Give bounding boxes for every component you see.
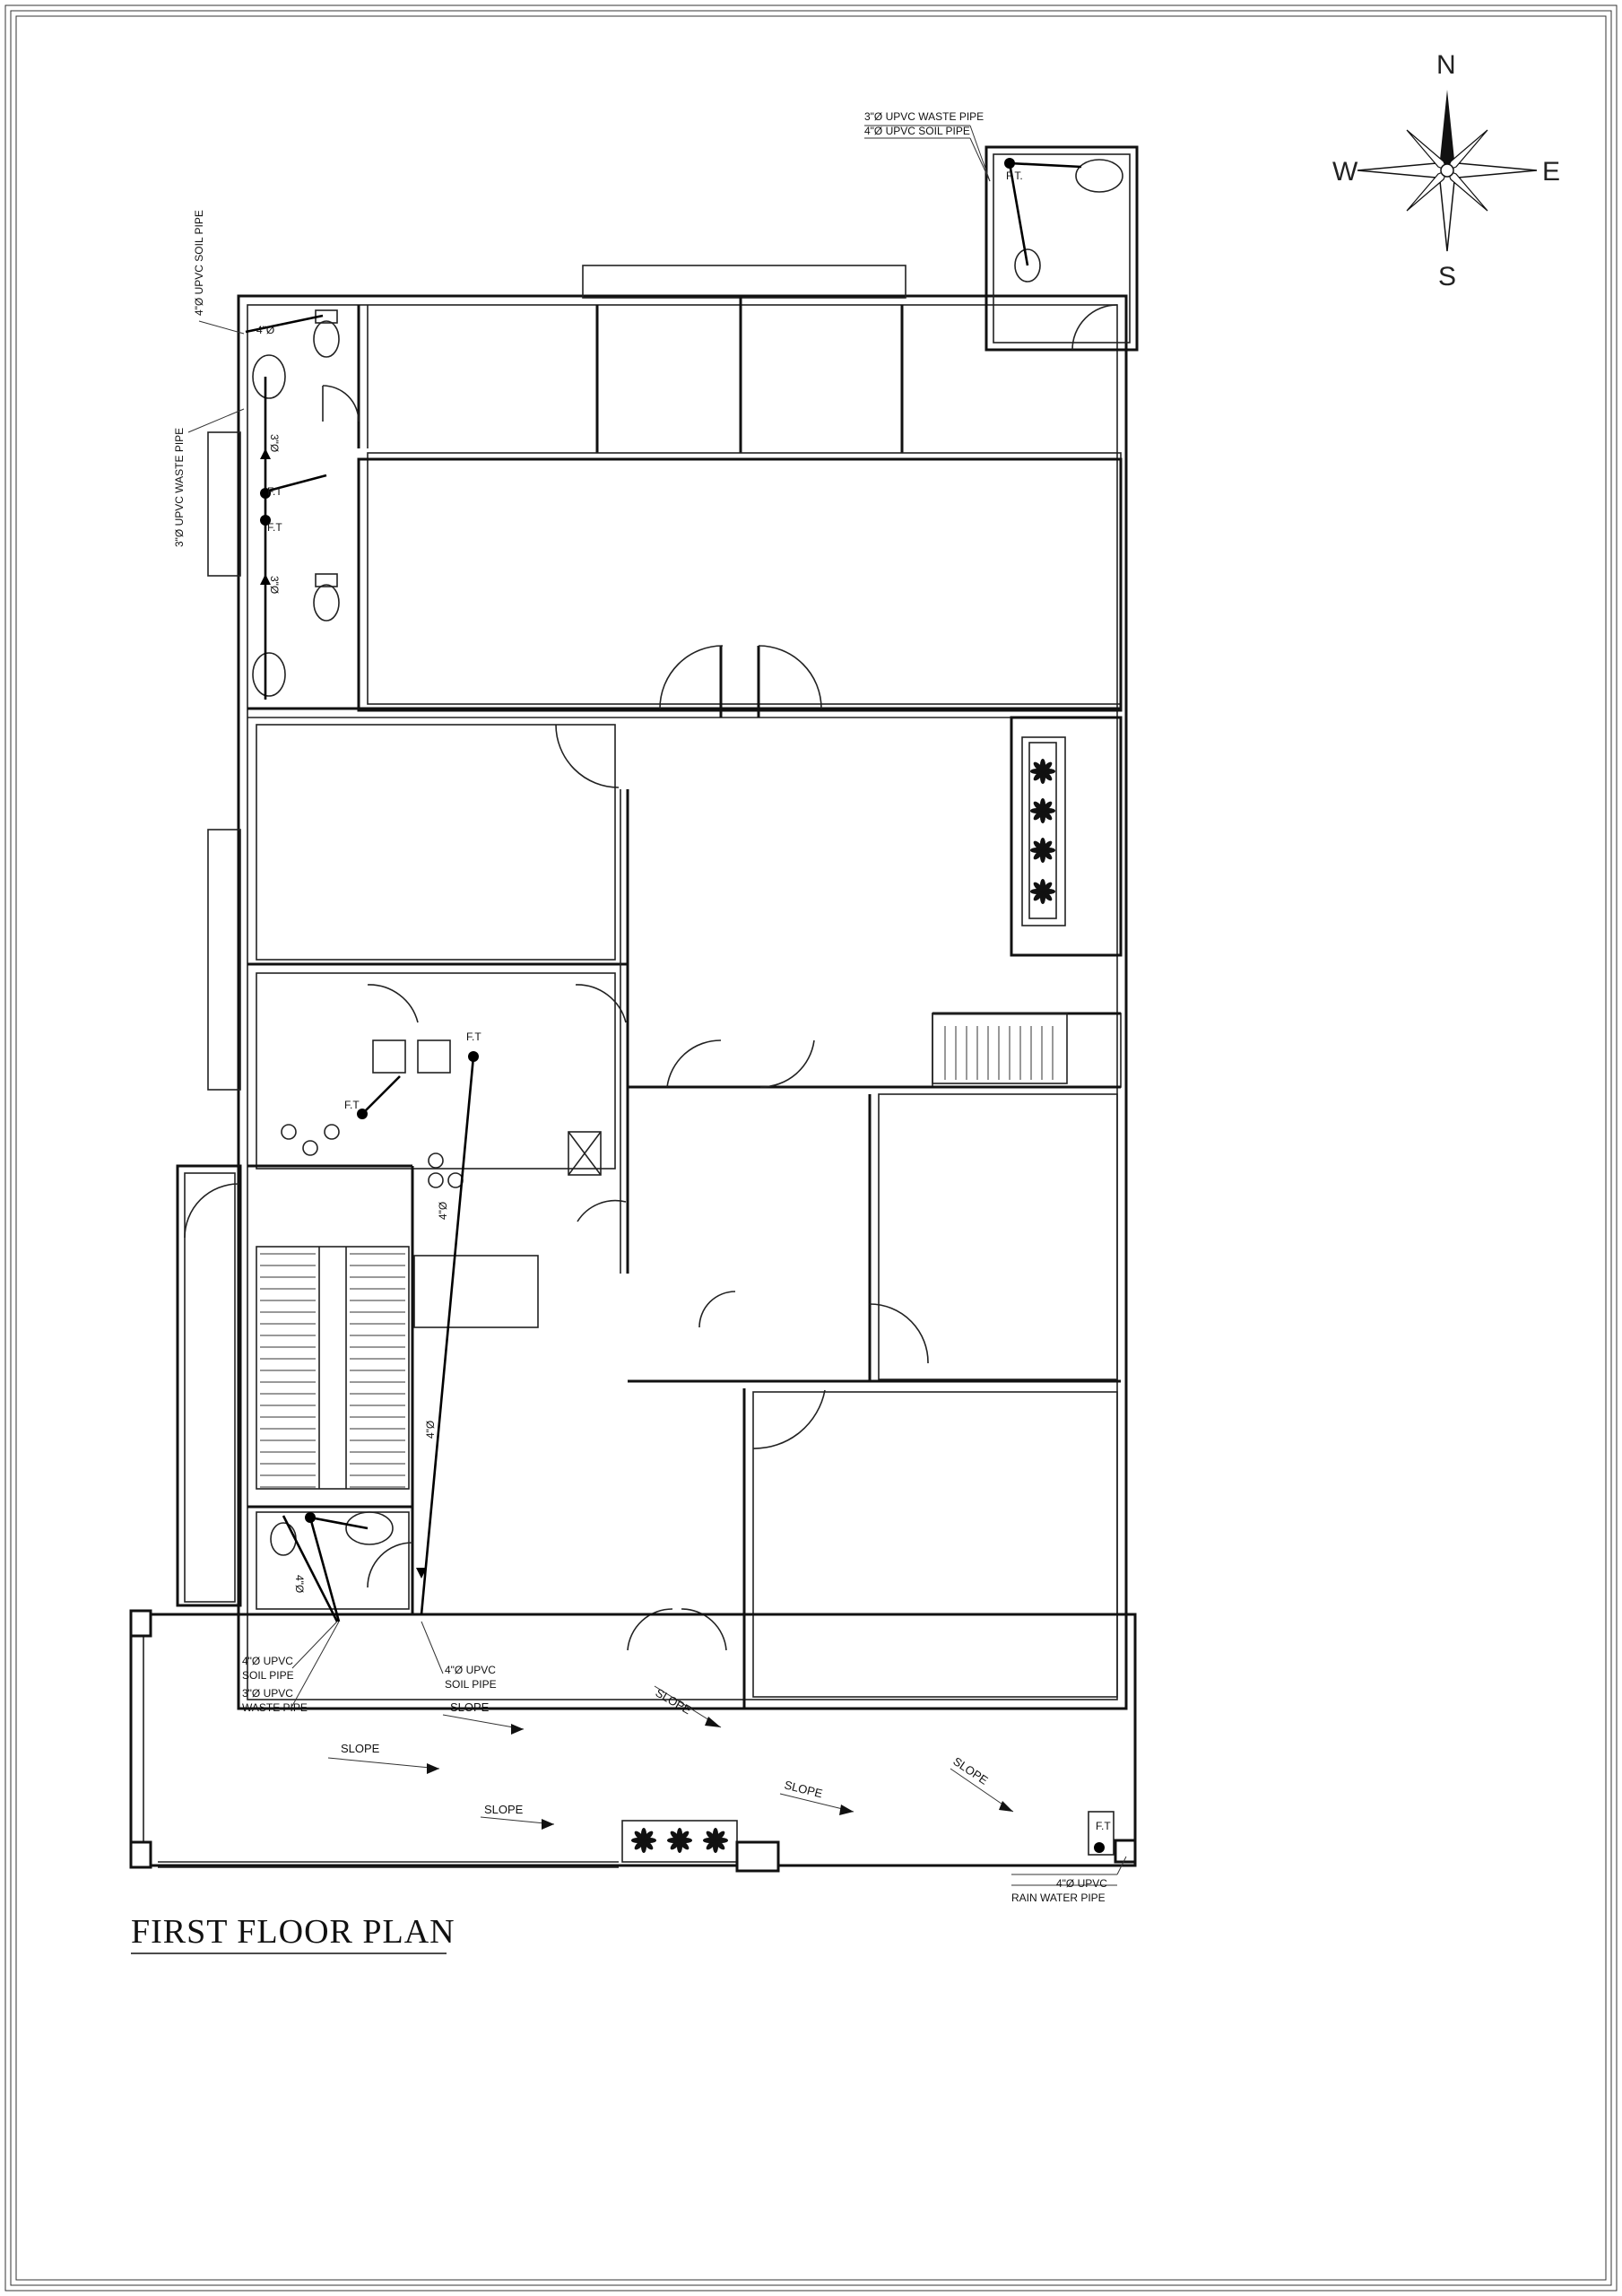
label-bottom-waste-1: 3"Ø UPVC xyxy=(242,1687,293,1700)
plant-icon xyxy=(631,1828,656,1853)
label-dia-f: 4"Ø xyxy=(293,1575,306,1593)
slope-arrows xyxy=(327,1685,1014,1830)
terrace xyxy=(129,1609,1137,1873)
label-left-waste: 3"Ø UPVC WASTE PIPE xyxy=(173,428,186,547)
label-mid-soil-1: 4"Ø UPVC xyxy=(445,1664,496,1676)
label-left-soil: 4"Ø UPVC SOIL PIPE xyxy=(193,210,205,316)
label-rain-1: 4"Ø UPVC xyxy=(1056,1877,1107,1890)
label-mid-soil-2: SOIL PIPE xyxy=(445,1678,497,1691)
slope-label-4: SLOPE xyxy=(484,1803,524,1816)
cooking-range xyxy=(281,1124,464,1188)
label-dia-b: 3"Ø xyxy=(268,434,281,452)
plant-icon xyxy=(1030,798,1055,823)
label-dia-a: 4"Ø xyxy=(256,324,274,336)
drawing-title-block: FIRST FLOOR PLAN xyxy=(131,1913,455,1954)
label-top-right-soil: 4"Ø UPVC SOIL PIPE xyxy=(864,125,970,137)
plant-icon xyxy=(667,1828,692,1853)
annotation-text: 3"Ø UPVC WASTE PIPE 4"Ø UPVC SOIL PIPE 4… xyxy=(173,110,1111,1904)
label-bottom-soil-1: 4"Ø UPVC xyxy=(242,1655,293,1667)
planters xyxy=(621,742,1057,1863)
plant-icon xyxy=(1030,879,1055,904)
label-dia-d: 4"Ø xyxy=(437,1202,449,1220)
compass-south: S xyxy=(1438,262,1456,291)
slope-label-5: SLOPE xyxy=(783,1778,824,1800)
sheet-border xyxy=(4,4,1618,2292)
compass-north: N xyxy=(1436,50,1456,80)
slope-label-3: SLOPE xyxy=(654,1686,694,1718)
sanitary-fixtures xyxy=(252,159,1123,1556)
compass-west: W xyxy=(1332,157,1358,187)
label-ft-bath-1: F.T xyxy=(267,485,282,498)
label-dia-c: 3"Ø xyxy=(268,576,281,594)
label-ft-top: F.T. xyxy=(1006,170,1023,182)
drainage-pipes xyxy=(245,158,1105,1853)
label-ft-kitchen-2: F.T xyxy=(344,1099,360,1111)
label-ft-rain: F.T xyxy=(1096,1820,1111,1832)
label-dia-e: 4"Ø xyxy=(424,1421,437,1439)
label-rain-2: RAIN WATER PIPE xyxy=(1011,1892,1106,1904)
exterior-walls xyxy=(176,145,1139,1710)
plant-icon xyxy=(703,1828,728,1853)
interior-walls xyxy=(247,296,1123,1709)
slope-label-1: SLOPE xyxy=(341,1742,380,1755)
label-ft-bath-2: F.T xyxy=(267,521,282,534)
label-ft-kitchen: F.T xyxy=(466,1031,481,1043)
doors xyxy=(184,304,1118,1651)
slope-label-2: SLOPE xyxy=(450,1700,490,1714)
label-bottom-soil-2: SOIL PIPE xyxy=(242,1669,294,1682)
north-arrow-compass: N S W E xyxy=(1332,50,1560,291)
staircase xyxy=(256,1013,1068,1490)
label-top-right-waste: 3"Ø UPVC WASTE PIPE xyxy=(864,110,984,123)
drawing-title: FIRST FLOOR PLAN xyxy=(131,1913,455,1951)
plant-icon xyxy=(1030,838,1055,863)
compass-east: E xyxy=(1542,157,1560,187)
label-bottom-waste-2: WASTE PIPE xyxy=(242,1701,308,1714)
plant-icon xyxy=(1030,759,1055,784)
pipe-leader-lines xyxy=(187,125,1127,1886)
